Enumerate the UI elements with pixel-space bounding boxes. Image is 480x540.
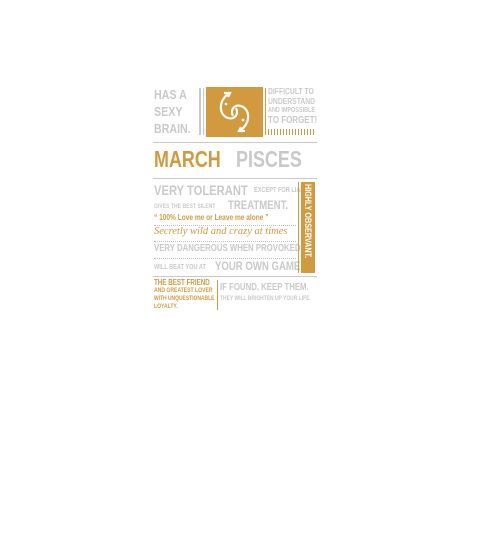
divider xyxy=(217,280,218,310)
very-tolerant-text: VERY TOLERANT xyxy=(154,182,248,198)
love-me-text: “ 100% Love me or Leave me alone ” xyxy=(154,213,269,222)
best-friend-text: THE BEST FRIEND xyxy=(154,278,210,287)
month-title: MARCH xyxy=(154,146,221,172)
brain-text: BRAIN. xyxy=(154,121,191,136)
pisces-poster: HAS A SEXY BRAIN. DIFFICULT TO UNDERSTAN… xyxy=(153,86,317,312)
difficult-text: DIFFICULT TO xyxy=(268,86,314,96)
except-liars-text: EXCEPT FOR LIARS. xyxy=(254,187,310,194)
will-beat-text: WILL BEAT YOU AT xyxy=(154,264,206,271)
divider xyxy=(203,88,204,135)
if-found-text: IF FOUND, KEEP THEM. xyxy=(220,282,309,293)
dotted-divider xyxy=(154,225,296,226)
sign-title: PISCES xyxy=(236,146,302,172)
own-game-text: YOUR OWN GAME xyxy=(215,259,301,273)
impossible-text: AND IMPOSSIBLE xyxy=(268,107,316,114)
treatment-text: TREATMENT. xyxy=(228,198,289,212)
dotted-divider xyxy=(154,241,296,242)
sexy-text: SEXY xyxy=(154,104,183,119)
gives-best-text: GIVES THE BEST SILENT xyxy=(154,203,216,210)
greatest-lover-text: AND GREATEST LOVER xyxy=(154,287,213,294)
pisces-fish-icon xyxy=(219,91,250,133)
highly-observant-strip: HIGHLY OBSERVANT. xyxy=(301,182,315,273)
very-dangerous-text: VERY DANGEROUS WHEN PROVOKED. xyxy=(154,243,303,254)
highly-observant-text: HIGHLY OBSERVANT. xyxy=(303,184,313,259)
divider xyxy=(153,276,317,277)
divider xyxy=(153,178,317,179)
understand-text: UNDERSTAND xyxy=(268,96,316,106)
barcode-decoration xyxy=(268,129,315,135)
has-a-text: HAS A xyxy=(154,87,187,102)
brighten-text: THEY WILL BRIGHTEN UP YOUR LIFE. xyxy=(220,295,311,302)
divider xyxy=(199,88,201,135)
unquestionable-text: WITH UNQUESTIONABLE xyxy=(154,295,215,302)
divider xyxy=(153,142,317,143)
pisces-symbol-block xyxy=(206,87,263,137)
secretly-wild-text: Secretly wild and crazy at times xyxy=(154,226,288,237)
dotted-divider xyxy=(154,258,296,259)
divider xyxy=(298,182,299,273)
loyalty-text: LOYALTY. xyxy=(154,303,178,310)
divider xyxy=(265,88,266,135)
forget-text: TO FORGET! xyxy=(268,115,318,126)
